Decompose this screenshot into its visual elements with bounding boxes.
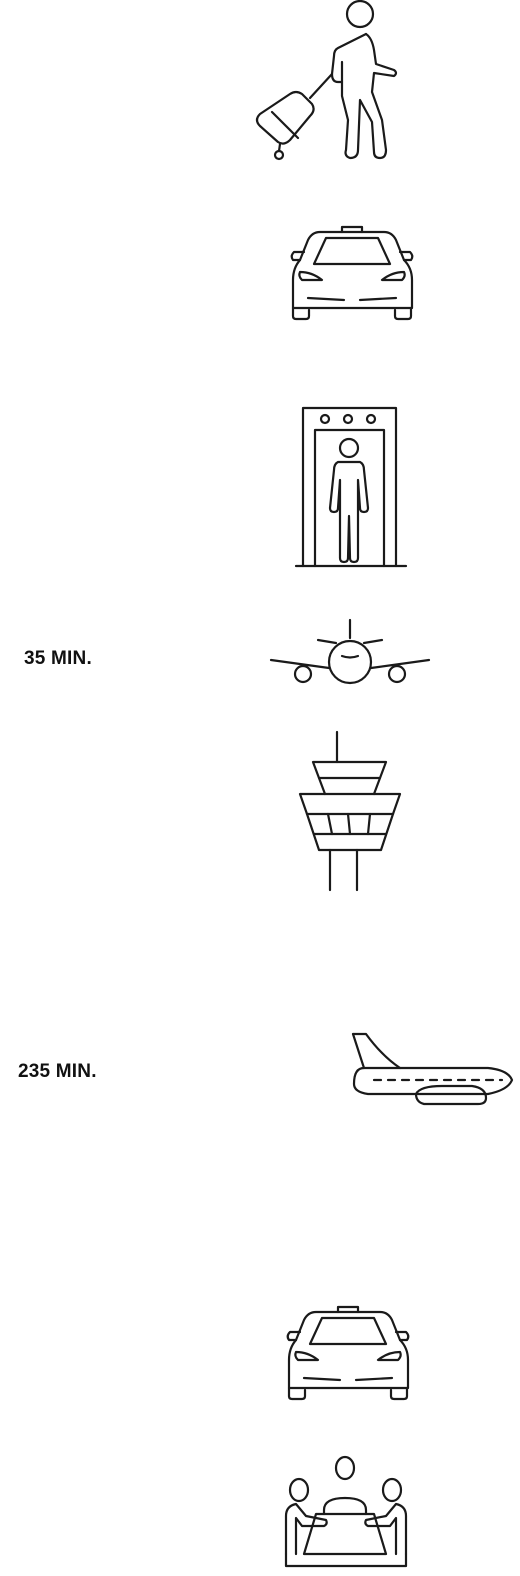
- duration-label-second-flight: 235 MIN.: [18, 1061, 97, 1082]
- airplane-front-icon: [269, 618, 431, 685]
- traveler-with-suitcase-icon: [255, 0, 398, 161]
- security-scanner-icon: [294, 406, 408, 568]
- taxi-icon: [290, 225, 414, 321]
- airplane-side-icon: [351, 1032, 514, 1106]
- control-tower-icon: [298, 730, 402, 892]
- duration-label-first-flight: 35 MIN.: [24, 648, 92, 669]
- taxi-icon: [286, 1305, 410, 1401]
- business-meeting-icon: [284, 1455, 408, 1568]
